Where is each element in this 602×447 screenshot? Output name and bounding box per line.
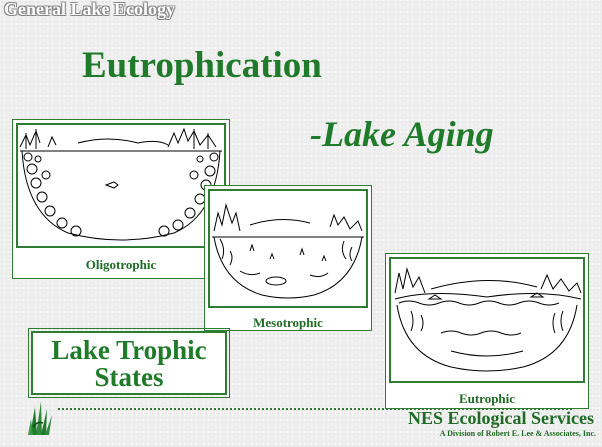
mesotrophic-lake-illustration (210, 191, 366, 306)
oligotrophic-lake-illustration (18, 125, 224, 246)
header-label: General Lake Ecology (4, 0, 175, 20)
eutrophic-label: Eutrophic (386, 391, 588, 407)
eutrophic-frame (389, 257, 585, 383)
eutrophic-panel: Eutrophic (385, 253, 589, 409)
eutrophic-lake-illustration (391, 259, 583, 381)
company-name: NES Ecological Services (408, 408, 594, 429)
mesotrophic-panel: Mesotrophic (204, 185, 372, 331)
oligotrophic-frame (16, 123, 226, 248)
slide-title: Eutrophication (82, 44, 322, 87)
company-division: A Division of Robert E. Lee & Associates… (440, 429, 596, 438)
oligotrophic-panel: Oligotrophic (12, 119, 230, 279)
trophic-states-box: Lake Trophic States (31, 331, 227, 395)
mesotrophic-frame (208, 189, 368, 308)
slide-subtitle: -Lake Aging (310, 113, 494, 155)
mesotrophic-label: Mesotrophic (205, 315, 371, 331)
trophic-states-line2: States (33, 364, 225, 391)
oligotrophic-label: Oligotrophic (13, 257, 229, 273)
trophic-states-line1: Lake Trophic (33, 337, 225, 364)
reed-logo-icon (27, 397, 53, 435)
